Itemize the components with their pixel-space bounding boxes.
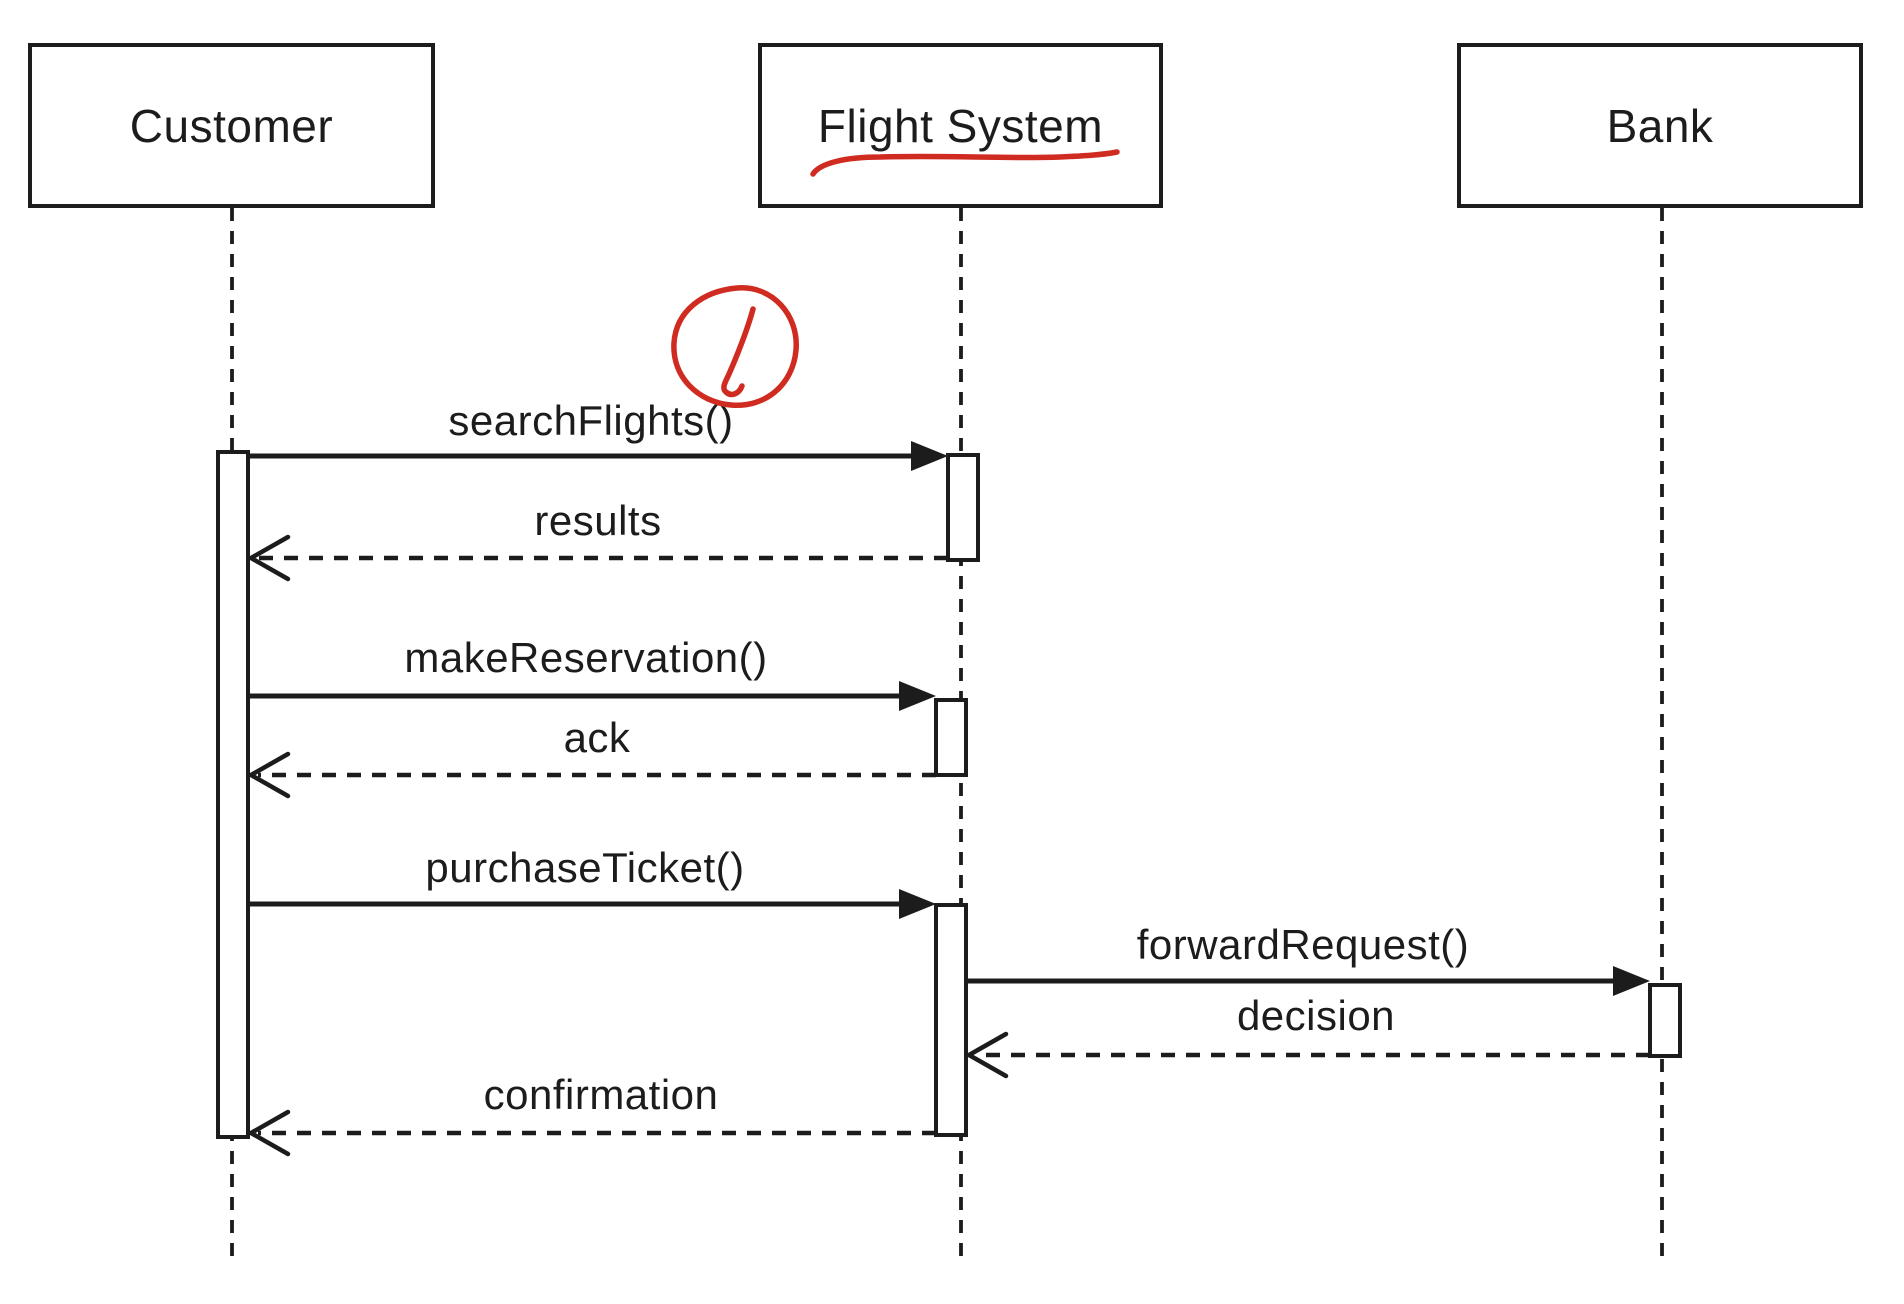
message-arrow-purchase-ticket	[248, 889, 936, 919]
filled-arrowhead-icon	[911, 441, 948, 471]
filled-arrowhead-icon	[1613, 966, 1650, 996]
activation-bar-flight-system	[934, 903, 968, 1137]
message-arrow-search-flights	[248, 441, 948, 471]
filled-arrowhead-icon	[899, 889, 936, 919]
message-arrow-forward-request	[966, 966, 1650, 996]
activation-bar-bank	[1648, 983, 1682, 1058]
message-arrow-ack	[246, 751, 936, 799]
activation-bar-customer	[216, 450, 250, 1139]
activation-bar-flight-system	[946, 453, 980, 562]
open-arrowhead-icon	[246, 534, 291, 582]
open-arrowhead-icon	[964, 1031, 1009, 1079]
activation-bar-flight-system	[934, 698, 968, 777]
message-arrow-decision	[964, 1031, 1650, 1079]
open-arrowhead-icon	[246, 1109, 291, 1157]
filled-arrowhead-icon	[899, 681, 936, 711]
message-arrow-results	[246, 534, 948, 582]
open-arrowhead-icon	[246, 751, 291, 799]
message-arrow-confirmation	[246, 1109, 936, 1157]
message-arrow-make-reservation	[248, 681, 936, 711]
